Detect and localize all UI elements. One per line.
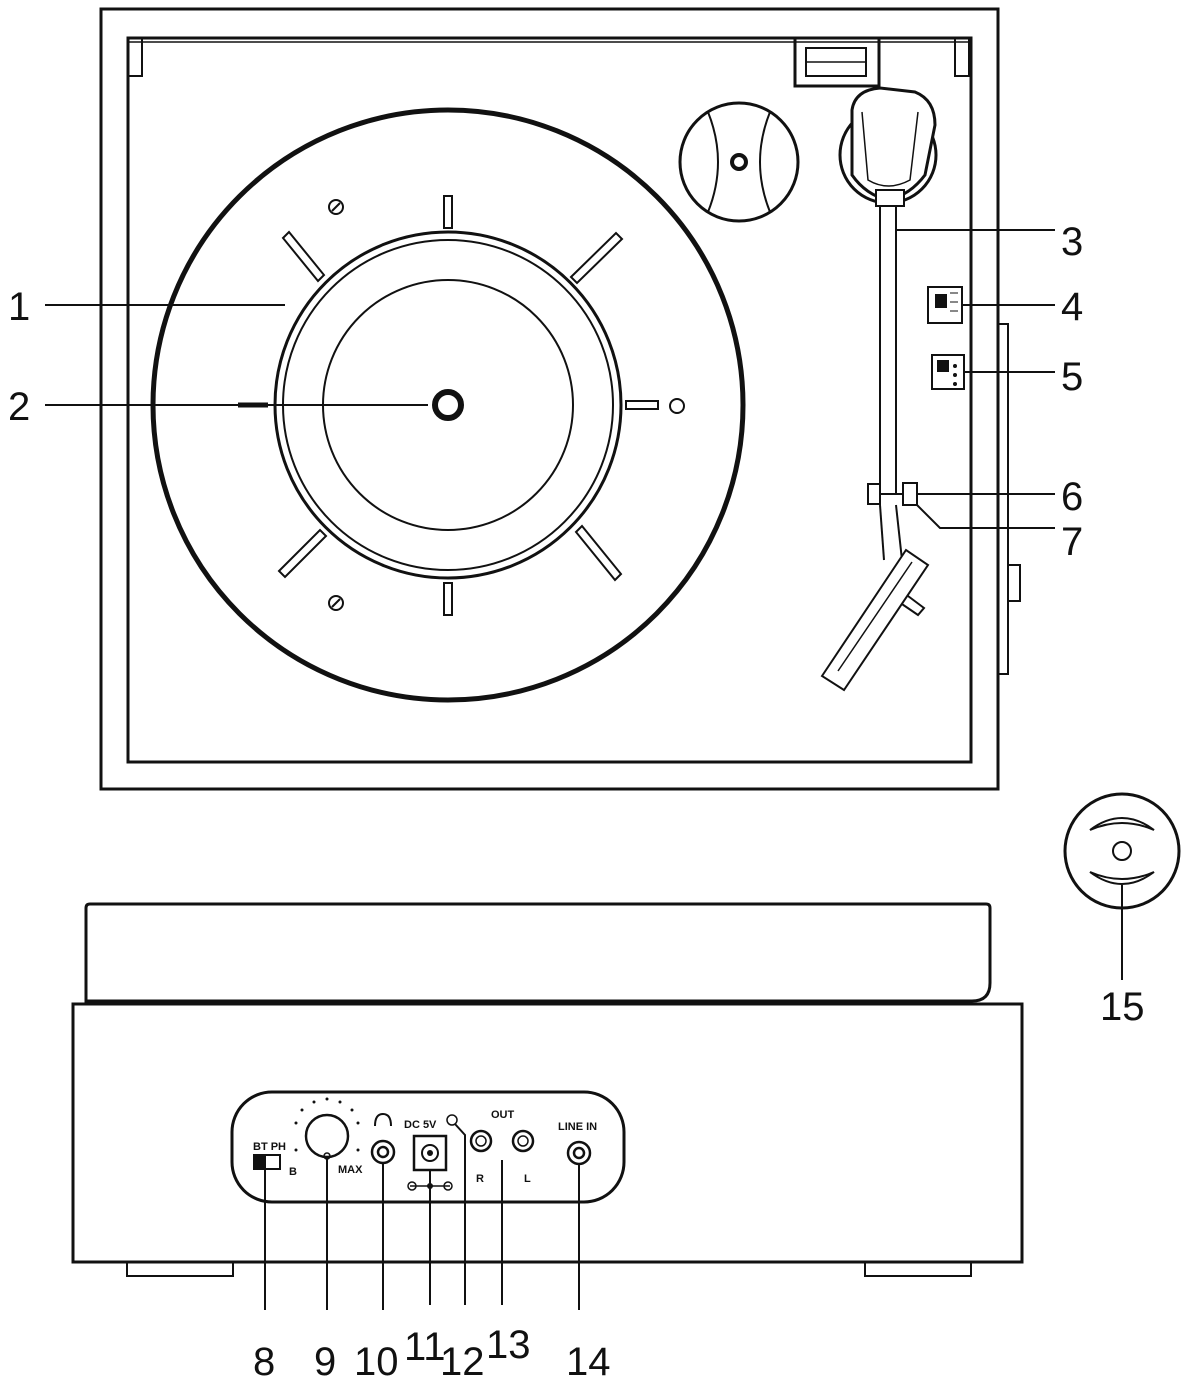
line-out-jacks: OUT R L bbox=[469, 1109, 535, 1185]
out-label: OUT bbox=[491, 1109, 515, 1121]
headphone-jack bbox=[370, 1112, 396, 1165]
callout-8: 8 bbox=[253, 1340, 275, 1384]
callout-2: 2 bbox=[8, 385, 30, 429]
callout-12: 12 bbox=[440, 1340, 485, 1384]
callout-13: 13 bbox=[486, 1323, 531, 1367]
side-knob bbox=[1007, 564, 1021, 602]
callout-11: 11 bbox=[404, 1325, 446, 1369]
callout-14: 14 bbox=[566, 1340, 611, 1384]
lid bbox=[84, 902, 992, 1003]
callout-3: 3 bbox=[1061, 220, 1083, 264]
callout-7: 7 bbox=[1061, 520, 1083, 564]
callout-1: 1 bbox=[8, 285, 30, 329]
top-view bbox=[99, 7, 1021, 791]
base-body bbox=[71, 1002, 1024, 1264]
line-in-label: LINE IN bbox=[558, 1121, 597, 1133]
callout-6: 6 bbox=[1061, 475, 1083, 519]
r-label: R bbox=[476, 1173, 484, 1185]
front-view: BT PH B MAX DC 5V bbox=[71, 902, 1024, 1277]
rear-panel bbox=[230, 1090, 626, 1204]
spindle bbox=[432, 389, 464, 421]
bt-ph-switch: BT PH bbox=[253, 1141, 286, 1170]
plinth-inner bbox=[126, 36, 973, 764]
l-label: L bbox=[524, 1173, 531, 1185]
volume-knob: B MAX bbox=[289, 1097, 363, 1178]
side-strip bbox=[997, 323, 1009, 675]
tonearm bbox=[820, 86, 938, 692]
callout-5: 5 bbox=[1061, 355, 1083, 399]
foot-left bbox=[126, 1261, 234, 1277]
callout-4: 4 bbox=[1061, 285, 1083, 329]
leader-lines bbox=[45, 229, 1123, 1310]
callout-9: 9 bbox=[314, 1340, 336, 1384]
adapter-holder bbox=[678, 101, 800, 223]
bt-ph-label: BT PH bbox=[253, 1141, 286, 1153]
speed-switch bbox=[927, 286, 963, 324]
arm-clip bbox=[793, 36, 881, 88]
hinge-left bbox=[127, 37, 143, 77]
svg-text:B: B bbox=[289, 1166, 297, 1178]
foot-right bbox=[864, 1261, 972, 1277]
hinge-right bbox=[954, 37, 970, 77]
dc-label: DC 5V bbox=[404, 1119, 437, 1131]
auto-stop-switch bbox=[931, 354, 965, 390]
line-in-jack: LINE IN bbox=[558, 1121, 597, 1166]
callout-10: 10 bbox=[354, 1340, 399, 1384]
max-label: MAX bbox=[338, 1164, 363, 1176]
callout-15: 15 bbox=[1100, 985, 1145, 1029]
